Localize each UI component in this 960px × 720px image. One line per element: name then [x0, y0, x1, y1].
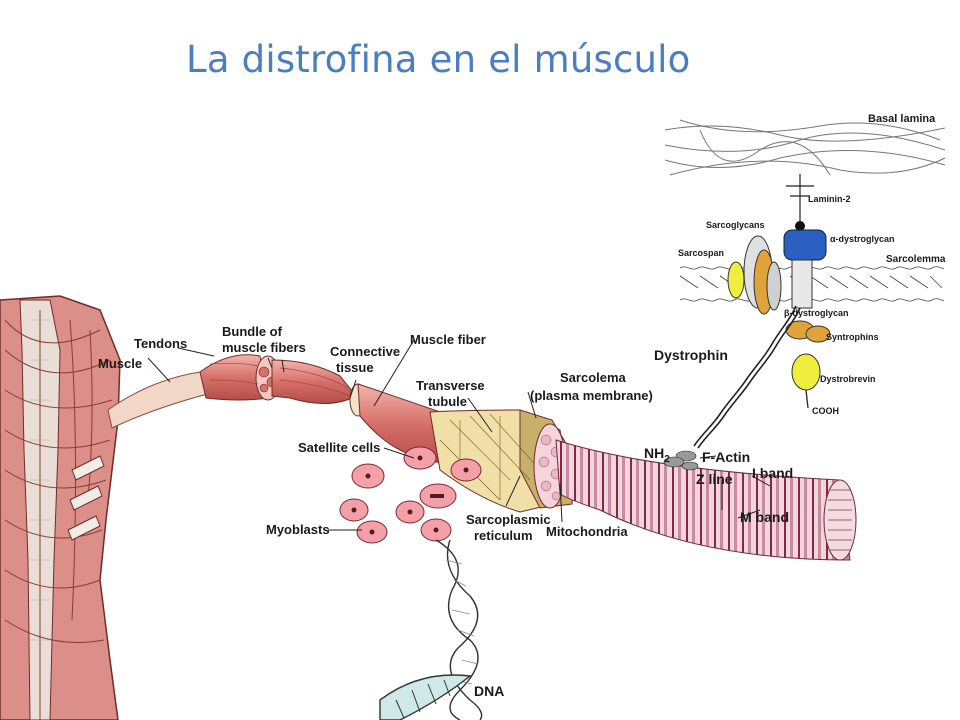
label-sarcoplasmic-1: Sarcoplasmic: [466, 512, 551, 527]
back-muscles-illustration: [0, 295, 121, 720]
cells-illustration: [339, 446, 482, 544]
label-i-band: I band: [752, 465, 793, 481]
label-sarcoplasmic-2: reticulum: [474, 528, 533, 543]
label-dystrobrevin: Dystrobrevin: [820, 374, 876, 384]
label-connective-2: tissue: [336, 360, 374, 375]
label-syntrophins: Syntrophins: [826, 332, 879, 342]
label-laminin: Laminin-2: [808, 194, 851, 204]
dna-helix-illustration: [379, 539, 483, 720]
label-mitochondria: Mitochondria: [546, 524, 628, 539]
label-beta-dystroglycan: β-dystroglycan: [784, 308, 849, 318]
label-f-actin: F-Actin: [702, 449, 750, 465]
label-transverse-2: tubule: [428, 394, 467, 409]
label-dystrophin: Dystrophin: [654, 347, 728, 363]
slide-title: La distrofina en el músculo: [186, 38, 691, 81]
label-sarcolema-2: (plasma membrane): [530, 388, 653, 403]
label-m-band: M band: [740, 509, 789, 525]
label-pointers: [147, 339, 771, 531]
label-muscle: Muscle: [98, 356, 142, 371]
label-nh2: NH2: [644, 445, 670, 465]
label-transverse-1: Transverse: [416, 378, 485, 393]
label-sarcoglycans: Sarcoglycans: [706, 220, 765, 230]
label-bundle-1: Bundle of: [222, 324, 283, 339]
label-cooh: COOH: [812, 406, 839, 416]
label-sarcolema-1: Sarcolema: [560, 370, 627, 385]
label-connective-1: Connective: [330, 344, 400, 359]
label-muscle-fiber: Muscle fiber: [410, 332, 486, 347]
label-alpha-dystroglycan: α-dystroglycan: [830, 234, 895, 244]
label-sarcolemma-membrane: Sarcolemma: [886, 254, 946, 265]
dystrophin-complex-illustration: [663, 119, 946, 471]
label-bundle-2: muscle fibers: [222, 340, 306, 355]
label-z-line: Z line: [696, 471, 733, 487]
muscle-bundle-illustration: [107, 354, 857, 561]
label-satellite-cells: Satellite cells: [298, 440, 380, 455]
label-myoblasts: Myoblasts: [266, 522, 330, 537]
label-dna: DNA: [474, 683, 504, 699]
label-tendons: Tendons: [134, 336, 187, 351]
label-basal-lamina: Basal lamina: [868, 113, 936, 125]
label-sarcospan: Sarcospan: [678, 248, 724, 258]
